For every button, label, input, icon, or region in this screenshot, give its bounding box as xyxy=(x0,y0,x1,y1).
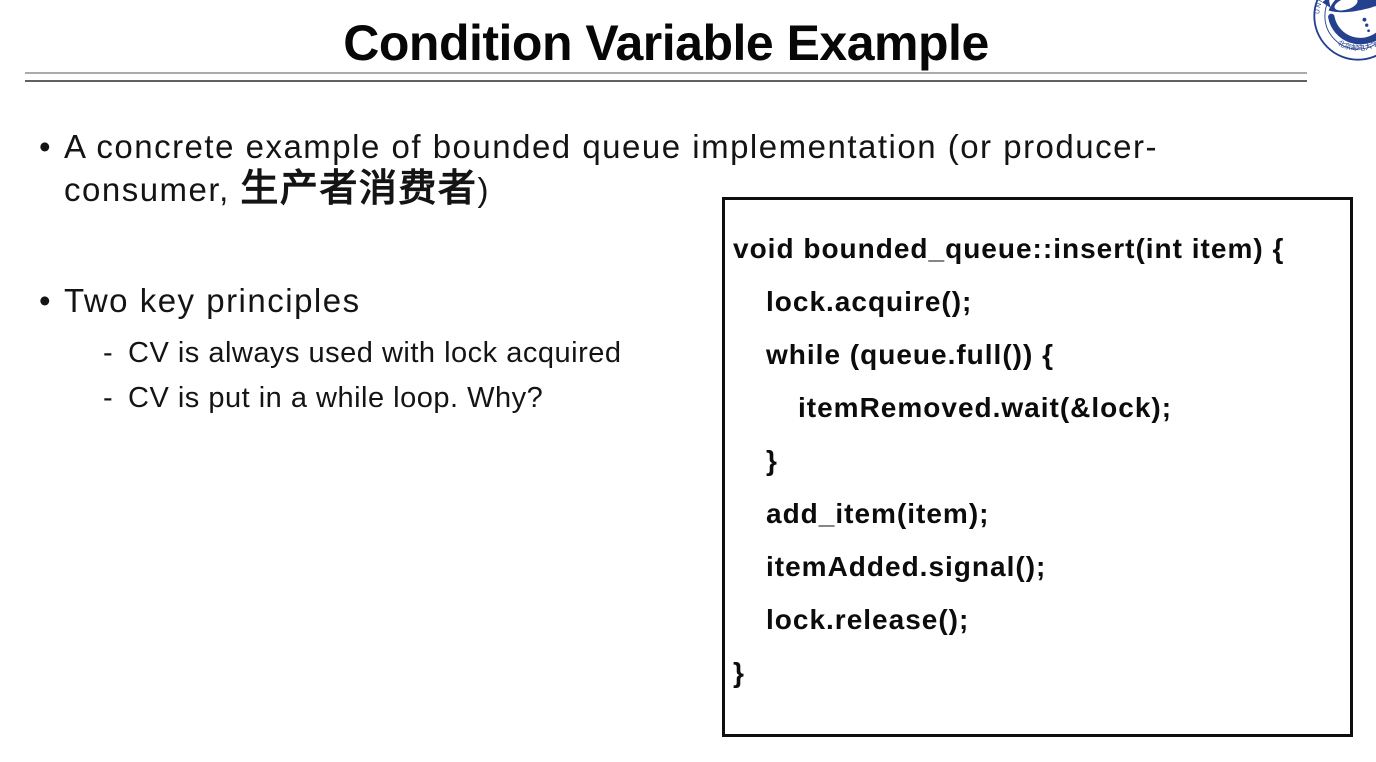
code-line: lock.acquire(); xyxy=(766,286,973,317)
page-title: Condition Variable Example xyxy=(343,15,989,71)
university-seal-logo: UNIVERSITY 北京邮电大学 xyxy=(1312,0,1376,62)
bullet-line: consumer, 生产者消费者) xyxy=(39,167,1158,210)
bullet-text: A concrete example of bounded queue impl… xyxy=(64,128,1158,165)
sub-bullet-cv-while-loop: -CV is put in a while loop. Why? xyxy=(103,381,543,415)
sub-bullet-text: CV is always used with lock acquired xyxy=(128,337,622,369)
bullet-text: Two key principles xyxy=(64,282,361,319)
code-line: } xyxy=(733,657,745,688)
bullet-text: ) xyxy=(477,171,490,208)
code-line: add_item(item); xyxy=(766,498,990,529)
bird-icon xyxy=(1322,0,1376,45)
code-line: itemAdded.signal(); xyxy=(766,551,1047,582)
title-rule-light xyxy=(25,72,1307,74)
code-line: while (queue.full()) { xyxy=(766,339,1054,370)
university-seal-icon: UNIVERSITY 北京邮电大学 xyxy=(1313,0,1376,61)
bullet-text: consumer, xyxy=(64,171,241,208)
sub-bullet-text: CV is put in a while loop. Why? xyxy=(128,382,544,414)
bullet-dot: • xyxy=(39,128,53,165)
code-line: lock.release(); xyxy=(766,604,970,635)
title-rule-dark xyxy=(25,80,1307,82)
bullet-line: • Two key principles xyxy=(39,280,361,321)
code-panel: void bounded_queue::insert(int item) { l… xyxy=(722,197,1353,737)
code-line: void bounded_queue::insert(int item) { xyxy=(733,233,1285,264)
sub-bullet-dash: - xyxy=(103,382,114,414)
bullet-text-chinese: 生产者消费者 xyxy=(240,165,478,210)
code-line: } xyxy=(766,445,778,476)
bullet-two-key-principles: • Two key principles xyxy=(39,280,361,321)
sub-bullet-cv-lock: -CV is always used with lock acquired xyxy=(103,336,621,370)
code-line: itemRemoved.wait(&lock); xyxy=(798,392,1173,423)
bullet-dot: • xyxy=(39,282,53,319)
bullet-line: • A concrete example of bounded queue imp… xyxy=(39,126,1158,167)
bullet-producer-consumer: • A concrete example of bounded queue imp… xyxy=(39,126,1158,210)
sub-bullet-dash: - xyxy=(103,337,114,369)
